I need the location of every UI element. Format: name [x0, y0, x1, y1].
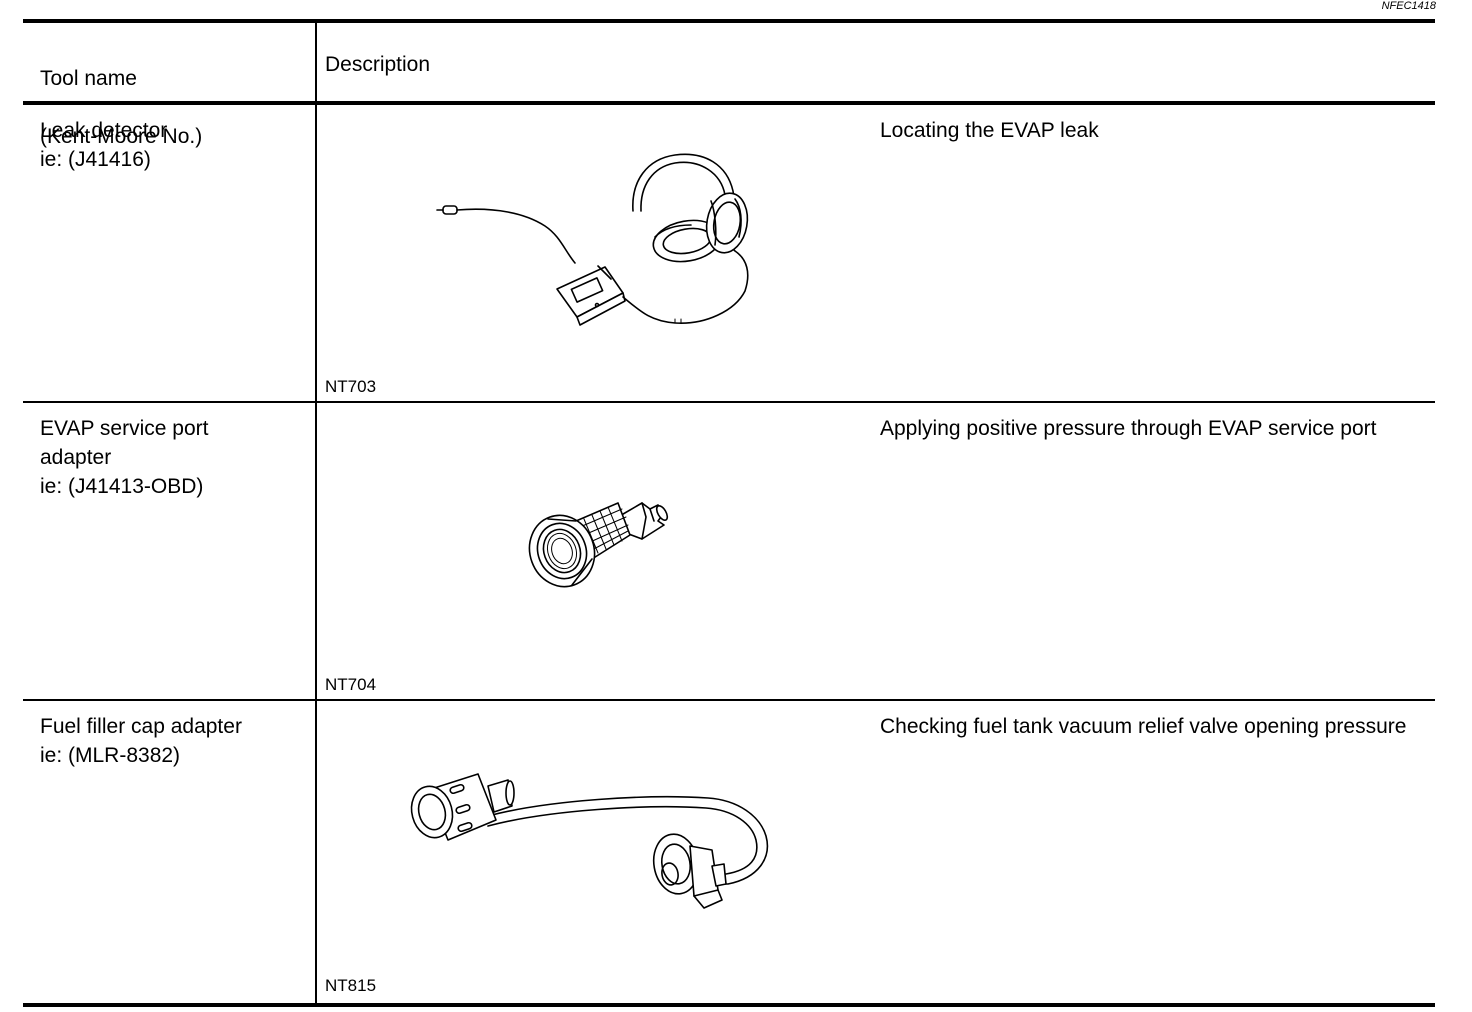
service-port-adapter-illustration — [528, 502, 669, 588]
tool-name-line: EVAP service port — [40, 417, 209, 440]
figure-code: NT703 — [325, 377, 377, 396]
tool-name-line: adapter — [40, 446, 112, 469]
tool-description: Applying positive pressure through EVAP … — [880, 417, 1377, 440]
header-description: Description — [325, 53, 431, 76]
tool-name-line: Fuel filler cap adapter — [40, 715, 242, 738]
tool-name-line: ie: (J41416) — [40, 148, 151, 171]
tool-name-line: ie: (MLR-8382) — [40, 744, 181, 767]
table-row: EVAP service port adapter ie: (J41413-OB… — [23, 403, 1435, 701]
tool-name-line: Leak detector — [40, 119, 168, 142]
header-tool-name-line1: Tool name — [40, 67, 137, 90]
tool-description: Locating the EVAP leak — [880, 119, 1099, 142]
table-row: Leak detector ie: (J41416) — [23, 105, 1435, 403]
leak-detector-illustration — [436, 153, 749, 326]
figure-code: NT815 — [325, 976, 377, 995]
table-header: Tool name (Kent-Moore No.) Description — [23, 23, 1435, 148]
table-row: Fuel filler cap adapter ie: (MLR-8382) — [23, 701, 1435, 1000]
tool-name-cell: Leak detector ie: (J41416) — [40, 116, 305, 174]
header-tool-name-line2: (Kent-Moore No.) — [40, 125, 203, 148]
tool-name-cell: Fuel filler cap adapter ie: (MLR-8382) — [40, 712, 305, 770]
tool-name-cell: EVAP service port adapter ie: (J41413-OB… — [40, 414, 305, 501]
figure-code: NT704 — [325, 675, 377, 694]
special-tools-table: Tool name (Kent-Moore No.) Description L… — [23, 19, 1435, 1007]
tool-name-line: ie: (J41413-OBD) — [40, 475, 204, 498]
tool-description: Checking fuel tank vacuum relief valve o… — [880, 715, 1407, 738]
column-divider — [315, 23, 317, 1003]
fuel-filler-cap-adapter-illustration — [410, 773, 769, 909]
document-id: NFEC1418 — [1381, 0, 1436, 12]
header-tool-name: Tool name (Kent-Moore No.) — [40, 35, 202, 180]
